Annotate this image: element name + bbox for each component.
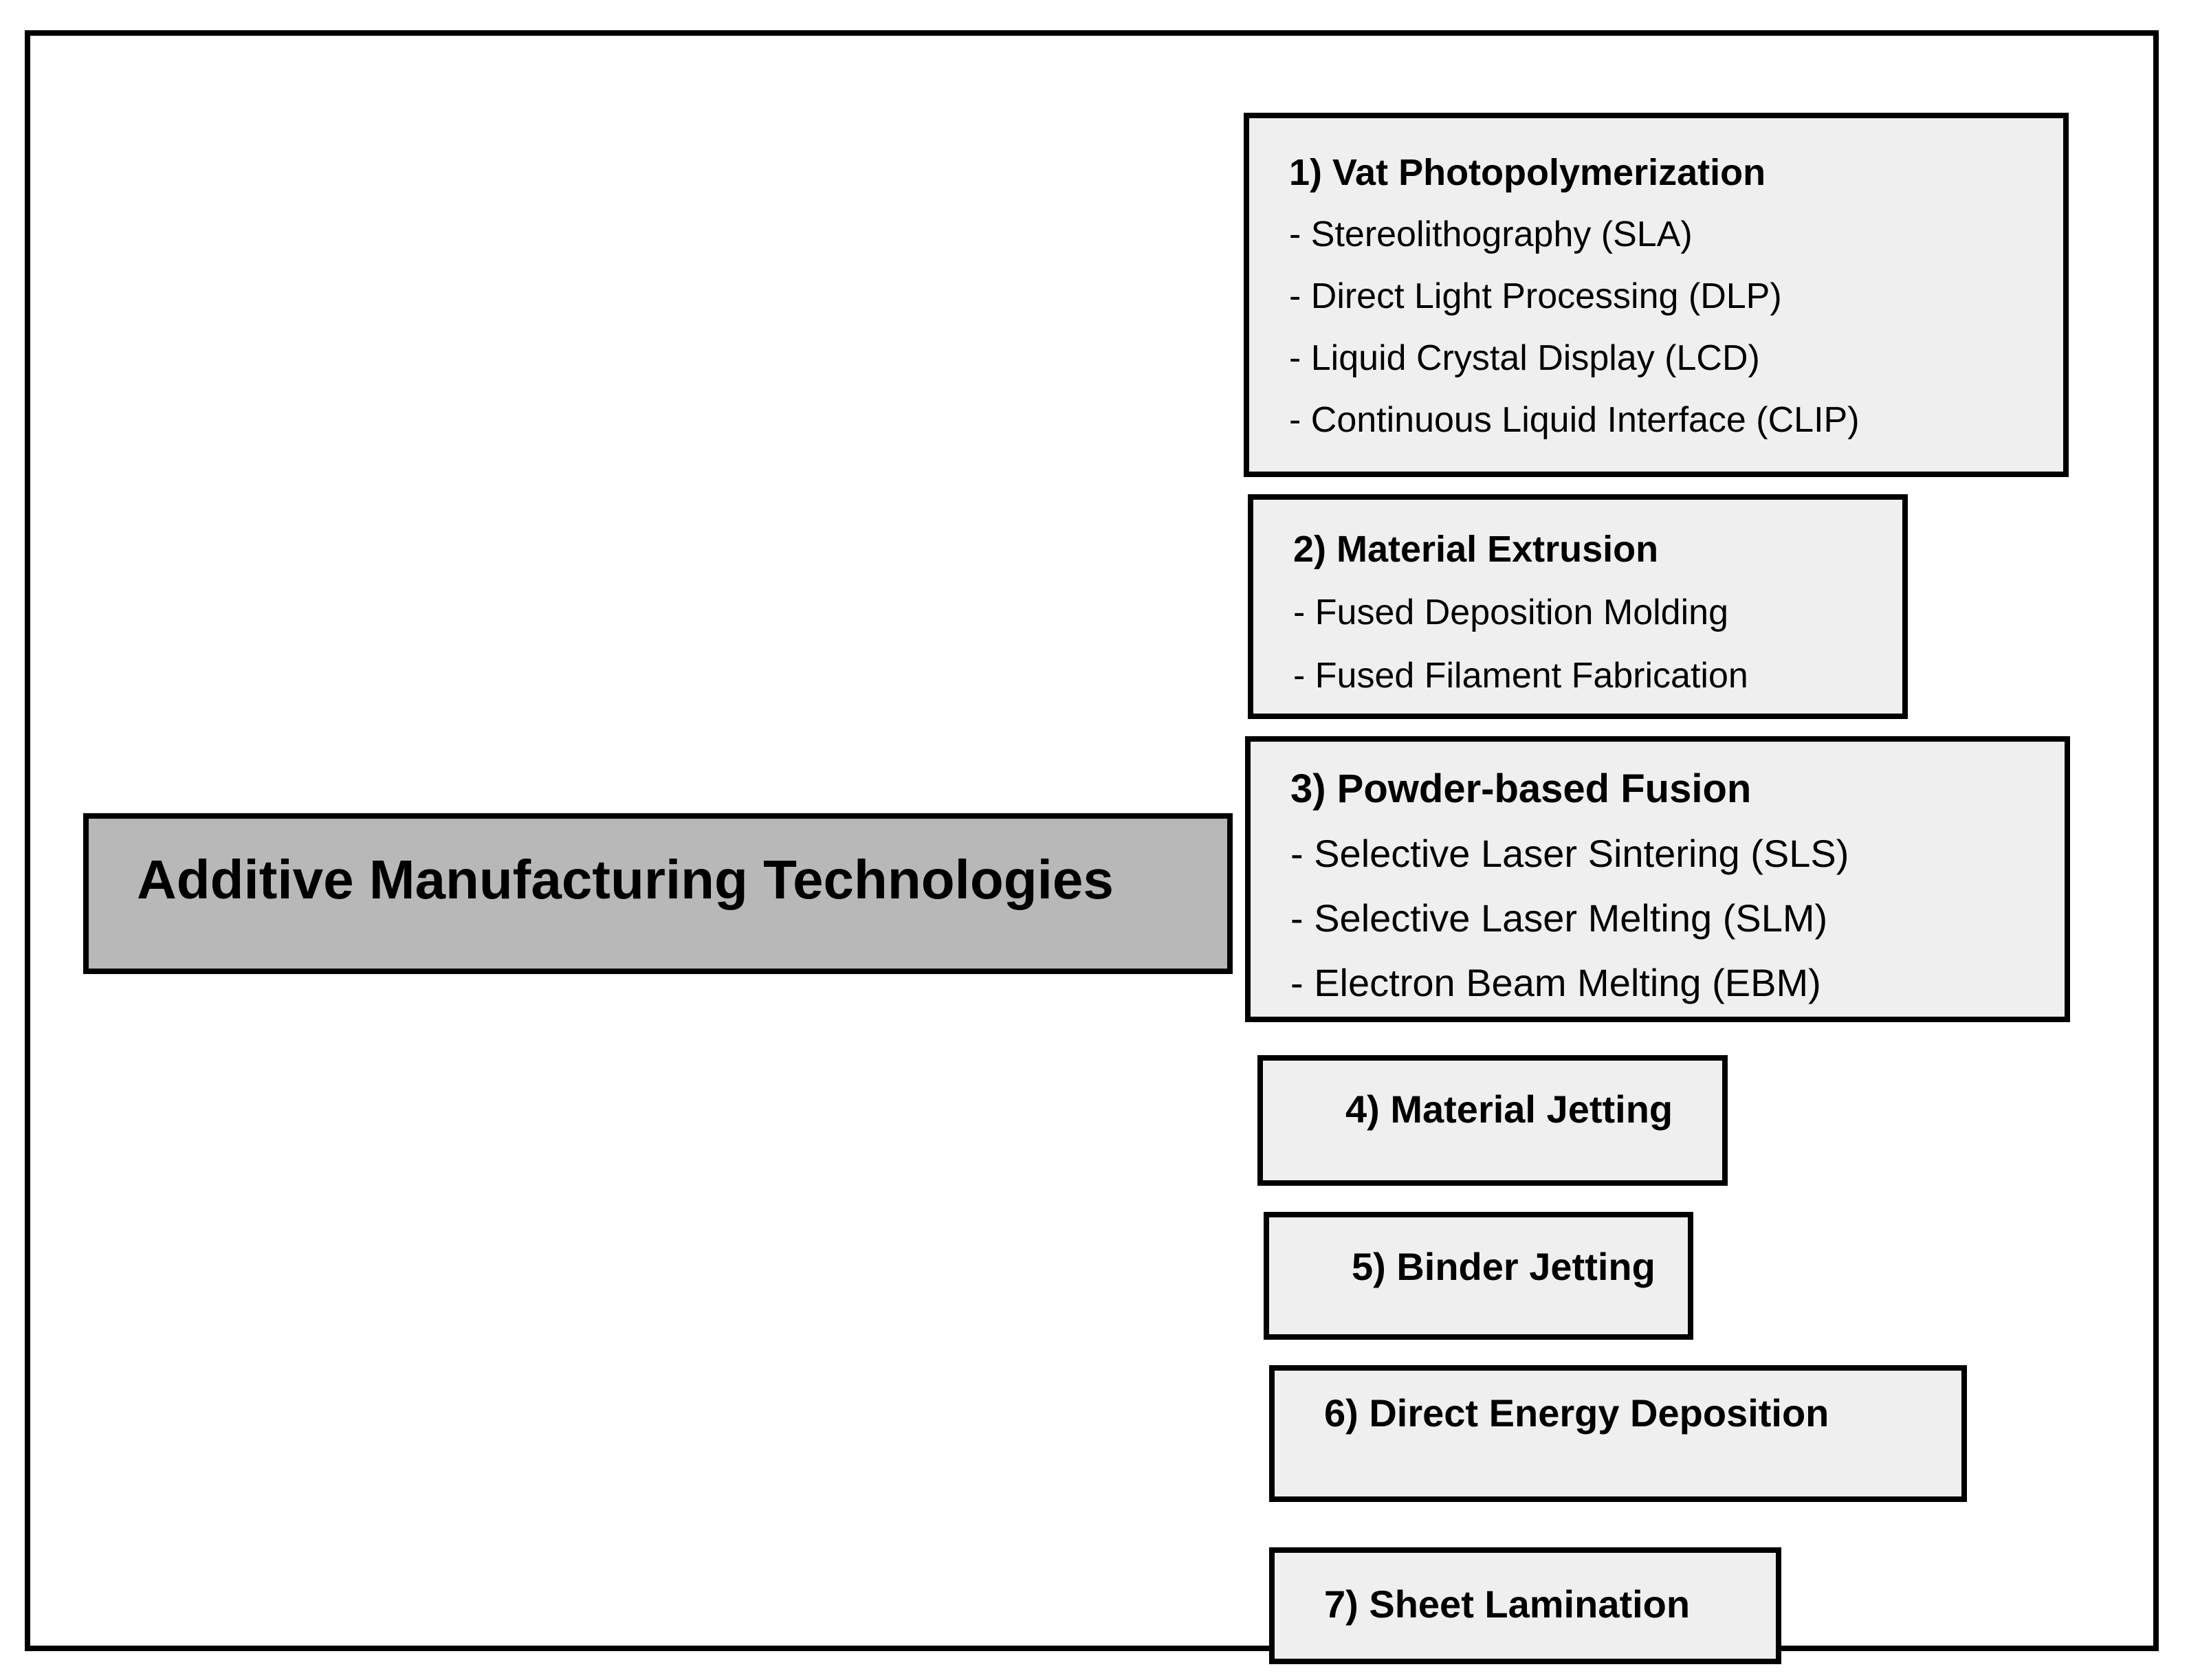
category-title: 7) Sheet Lamination (1324, 1582, 1691, 1626)
diagram-outer-frame: Additive Manufacturing Technologies 1) V… (25, 30, 2159, 1664)
category-item: - Stereolithography (SLA) (1289, 214, 1693, 254)
category-item: - Continuous Liquid Interface (CLIP) (1289, 400, 1860, 440)
category-item: - Electron Beam Melting (EBM) (1290, 961, 1821, 1004)
category-item: - Direct Light Processing (DLP) (1289, 276, 1782, 316)
category-title: 4) Material Jetting (1345, 1087, 1673, 1131)
category-box-binder-jetting: 5) Binder Jetting (1264, 1212, 1693, 1340)
root-box-additive-manufacturing-technologies: Additive Manufacturing Technologies (83, 813, 1233, 974)
category-item: - Selective Laser Melting (SLM) (1290, 896, 1828, 940)
category-title: 6) Direct Energy Deposition (1324, 1391, 1829, 1435)
root-title: Additive Manufacturing Technologies (137, 849, 1114, 910)
category-box-material-jetting: 4) Material Jetting (1257, 1055, 1728, 1186)
category-item: - Fused Deposition Molding (1293, 593, 1728, 632)
category-item: - Selective Laser Sintering (SLS) (1290, 832, 1849, 875)
category-title: 5) Binder Jetting (1352, 1244, 1656, 1288)
category-title: 2) Material Extrusion (1293, 529, 1659, 570)
category-box-powder-based-fusion: 3) Powder-based Fusion - Selective Laser… (1245, 736, 2070, 1022)
category-title: 3) Powder-based Fusion (1290, 766, 1752, 811)
category-item: - Fused Filament Fabrication (1293, 656, 1748, 696)
category-box-sheet-lamination: 7) Sheet Lamination (1269, 1547, 1781, 1664)
category-box-material-extrusion: 2) Material Extrusion - Fused Deposition… (1248, 494, 1908, 719)
category-box-vat-photopolymerization: 1) Vat Photopolymerization - Stereolitho… (1244, 113, 2069, 477)
category-title: 1) Vat Photopolymerization (1289, 152, 1766, 193)
category-box-direct-energy-deposition: 6) Direct Energy Deposition (1269, 1365, 1967, 1502)
category-item: - Liquid Crystal Display (LCD) (1289, 338, 1760, 378)
